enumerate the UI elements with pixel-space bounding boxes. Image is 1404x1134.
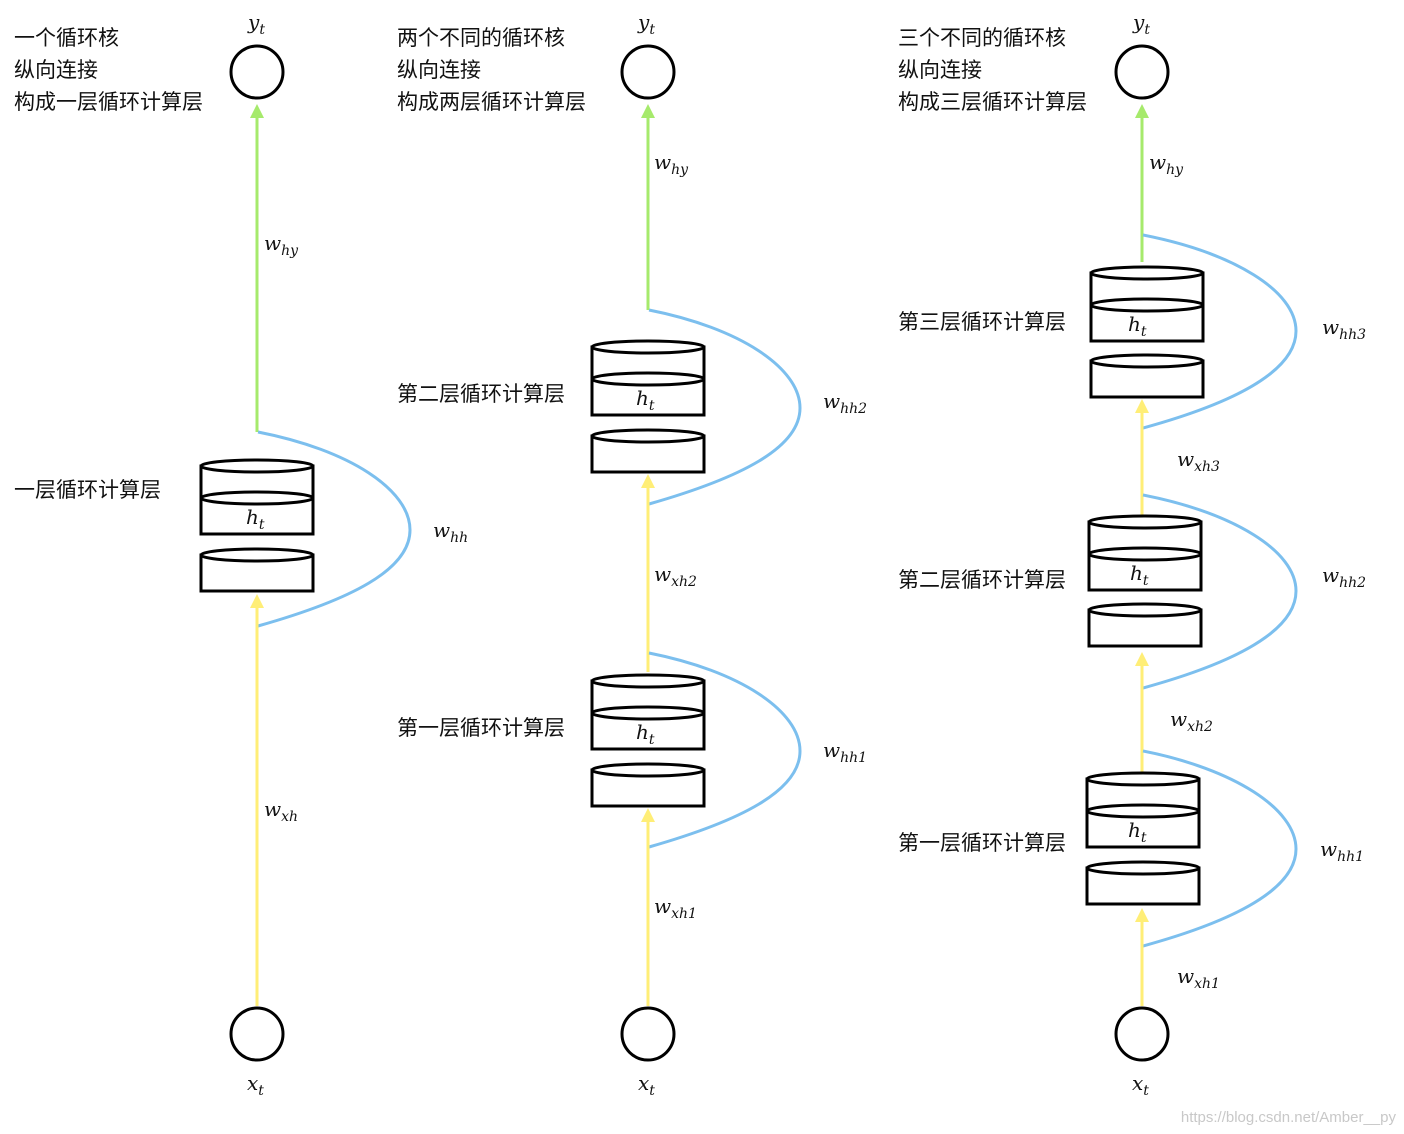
column-1-heading-line-2: 纵向连接	[14, 58, 98, 82]
column-3-layer-3-recurrent-loop	[1142, 233, 1298, 430]
column-3-layer-2-state: ht	[1130, 561, 1149, 589]
column-1-layer-1-cell	[199, 458, 315, 593]
column-2-heading-line-1: 两个不同的循环核	[397, 26, 565, 50]
column-3: 三个不同的循环核 纵向连接 构成三层循环计算层 yt why whh3 第三层循…	[898, 10, 1366, 1099]
column-3-layer-1-name: 第一层循环计算层	[898, 831, 1066, 855]
column-2-layer-1-w-in: wxh1	[654, 894, 697, 922]
column-1-layer-1-w-rec: whh	[433, 518, 468, 546]
column-3-layer-2-w-rec: whh2	[1322, 563, 1366, 591]
column-1-output-label: yt	[247, 10, 265, 38]
column-3-heading-line-1: 三个不同的循环核	[898, 26, 1066, 50]
column-2-w-out: why	[654, 150, 689, 178]
column-1: 一个循环核 纵向连接 构成一层循环计算层 yt why whh 一层循环计算层 …	[14, 10, 468, 1099]
column-2-input-node	[620, 1006, 676, 1062]
column-3-layer-3-w-in: wxh3	[1177, 447, 1220, 475]
column-2-input-label: xt	[638, 1071, 655, 1099]
column-3-layer-1-cell	[1085, 771, 1201, 906]
column-3-layer-2-recurrent-loop	[1142, 493, 1298, 690]
column-3-layer-3-state: ht	[1128, 312, 1147, 340]
column-3-heading-line-2: 纵向连接	[898, 58, 982, 82]
column-1-output-node	[229, 44, 285, 100]
column-1-layer-1-w-in: wxh	[264, 797, 298, 825]
column-1-w-out: why	[264, 231, 299, 259]
column-1-heading-line-1: 一个循环核	[14, 26, 119, 50]
column-2-output-label: yt	[637, 10, 655, 38]
column-1-input-node	[229, 1006, 285, 1062]
column-1-layer-1-name: 一层循环计算层	[14, 478, 161, 502]
column-3-layer-3-name: 第三层循环计算层	[898, 310, 1066, 334]
column-2-layer-1-cell	[590, 673, 706, 808]
column-2-layer-1-recurrent-loop	[648, 651, 802, 849]
column-3-input-node	[1114, 1006, 1170, 1062]
column-2-layer-1-w-rec: whh1	[823, 738, 867, 766]
column-2-layer-1-state: ht	[636, 720, 655, 748]
column-3-input-label: xt	[1132, 1071, 1149, 1099]
column-3-layer-1-state: ht	[1128, 818, 1147, 846]
column-1-heading-line-3: 构成一层循环计算层	[14, 90, 203, 114]
column-1-input-label: xt	[247, 1071, 264, 1099]
column-3-layer-2-w-in: wxh2	[1170, 707, 1213, 735]
watermark: https://blog.csdn.net/Amber__py	[1181, 1109, 1397, 1126]
column-2-layer-2-cell	[590, 339, 706, 474]
column-3-layer-1-w-rec: whh1	[1320, 837, 1364, 865]
column-2-heading-line-3: 构成两层循环计算层	[397, 90, 586, 114]
column-2-heading-line-2: 纵向连接	[397, 58, 481, 82]
column-3-output-node	[1114, 44, 1170, 100]
column-3-heading-line-3: 构成三层循环计算层	[898, 90, 1087, 114]
column-3-layer-3-w-rec: whh3	[1322, 315, 1366, 343]
column-1-recurrent-loop	[257, 430, 412, 628]
column-2-layer-2-name: 第二层循环计算层	[397, 382, 565, 406]
column-3-w-out: why	[1149, 150, 1184, 178]
column-2-layer-2-w-rec: whh2	[823, 389, 867, 417]
column-2-layer-2-state: ht	[636, 386, 655, 414]
column-2: 两个不同的循环核 纵向连接 构成两层循环计算层 yt why whh2 第二层循…	[397, 10, 867, 1099]
column-2-layer-1-name: 第一层循环计算层	[397, 716, 565, 740]
column-3-layer-2-name: 第二层循环计算层	[898, 568, 1066, 592]
column-3-layer-1-recurrent-loop	[1142, 749, 1298, 948]
column-3-layer-3-cell	[1089, 265, 1205, 399]
column-2-layer-2-recurrent-loop	[648, 308, 802, 506]
column-3-layer-1-w-in: wxh1	[1177, 964, 1220, 992]
column-3-layer-2-cell	[1087, 514, 1203, 648]
column-2-layer-2-w-in: wxh2	[654, 562, 697, 590]
column-1-layer-1-state: ht	[246, 505, 265, 533]
column-3-output-label: yt	[1132, 10, 1150, 38]
column-2-output-node	[620, 44, 676, 100]
